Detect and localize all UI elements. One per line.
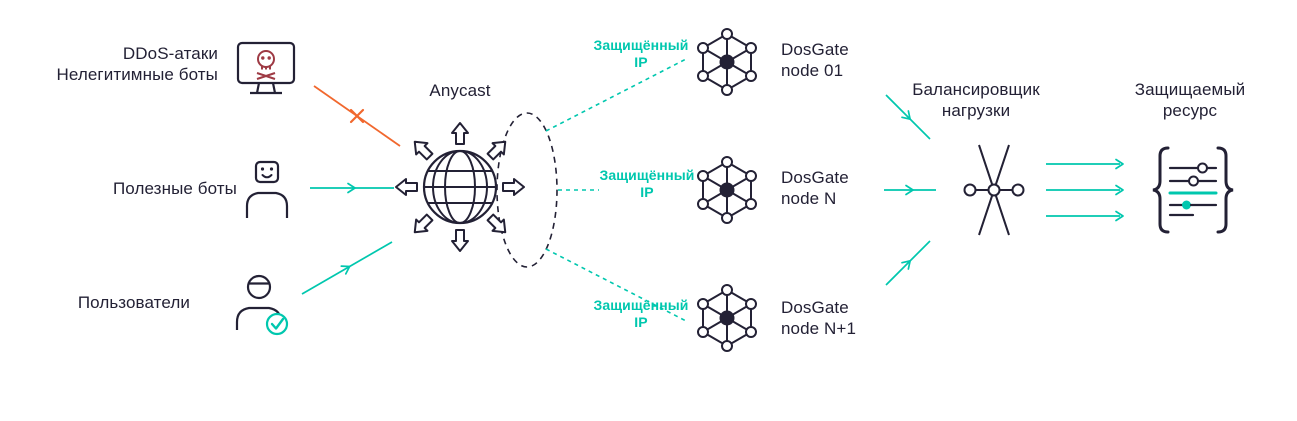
globe-arrow-icon [408, 210, 437, 239]
label-protected-resource: Защищаемый ресурс [1100, 79, 1280, 121]
protected-resource-icon [1152, 146, 1234, 234]
label-line: ресурс [1162, 101, 1218, 120]
label-line: Anycast [429, 81, 491, 100]
globe-arrow-icon [395, 178, 418, 196]
label-protected-ip-3: Защищённый IP [566, 297, 716, 331]
globe-arrow-icon [451, 122, 469, 145]
label-line: Пользователи [77, 293, 190, 312]
label-line: IP [634, 314, 648, 330]
label-line: node 01 [781, 61, 844, 80]
label-line: DosGate [781, 298, 849, 317]
allowed-arrow-users [301, 241, 393, 295]
dashed-link-node-n1 [545, 248, 689, 323]
globe-arrow-icon [408, 135, 437, 164]
globe-arrow-icon [502, 178, 525, 196]
label-line: Нелегитимные боты [56, 65, 218, 84]
load-balancer-icon [963, 144, 1025, 236]
globe-arrow-icon [483, 210, 512, 239]
skull-icon [256, 50, 276, 80]
label-line: Полезные боты [112, 179, 237, 198]
arrow-nodeN1-to-balancer [885, 240, 931, 286]
settings-sliders-icon [1168, 162, 1218, 217]
label-line: DDoS-атаки [122, 44, 218, 63]
label-load-balancer: Балансировщик нагрузки [886, 79, 1066, 121]
anycast-coverage-ellipse [496, 112, 558, 268]
user-check-icon [235, 274, 289, 336]
monitor-skull-icon [236, 41, 296, 95]
label-line: Защищаемый [1134, 80, 1246, 99]
label-line: DosGate [781, 168, 849, 187]
label-ddos-attacks: DDoS-атаки Нелегитимные боты [56, 43, 218, 85]
label-dosgate-node-n1: DosGate node N+1 [781, 297, 856, 339]
friendly-bot-icon [245, 160, 289, 218]
label-protected-ip-2: Защищённый IP [572, 167, 722, 201]
label-useful-bots: Полезные боты [113, 178, 237, 199]
label-line: node N [781, 189, 837, 208]
check-badge-icon [265, 312, 289, 336]
left-brace-icon [1152, 146, 1170, 234]
arrow-node01-to-balancer [885, 94, 931, 140]
label-protected-ip-1: Защищённый IP [566, 37, 716, 71]
anycast-globe-icon [395, 122, 525, 252]
label-dosgate-node-n: DosGate node N [781, 167, 849, 209]
globe-arrow-icon [483, 135, 512, 164]
right-brace-icon [1216, 146, 1234, 234]
label-line: нагрузки [941, 101, 1011, 120]
label-line: DosGate [781, 40, 849, 59]
label-line: Защищённый [593, 37, 689, 53]
label-line: Защищённый [599, 167, 695, 183]
label-line: IP [634, 54, 648, 70]
label-line: node N+1 [781, 319, 857, 338]
label-line: IP [640, 184, 654, 200]
label-dosgate-node-01: DosGate node 01 [781, 39, 849, 81]
label-users: Пользователи [78, 292, 190, 313]
globe-arrow-icon [451, 229, 469, 252]
blocked-arrow-ddos [313, 85, 401, 147]
label-line: Балансировщик [912, 80, 1040, 99]
blocked-cross-icon [349, 108, 365, 124]
label-anycast: Anycast [385, 80, 535, 101]
label-line: Защищённый [593, 297, 689, 313]
dashed-link-node-01 [545, 57, 689, 132]
